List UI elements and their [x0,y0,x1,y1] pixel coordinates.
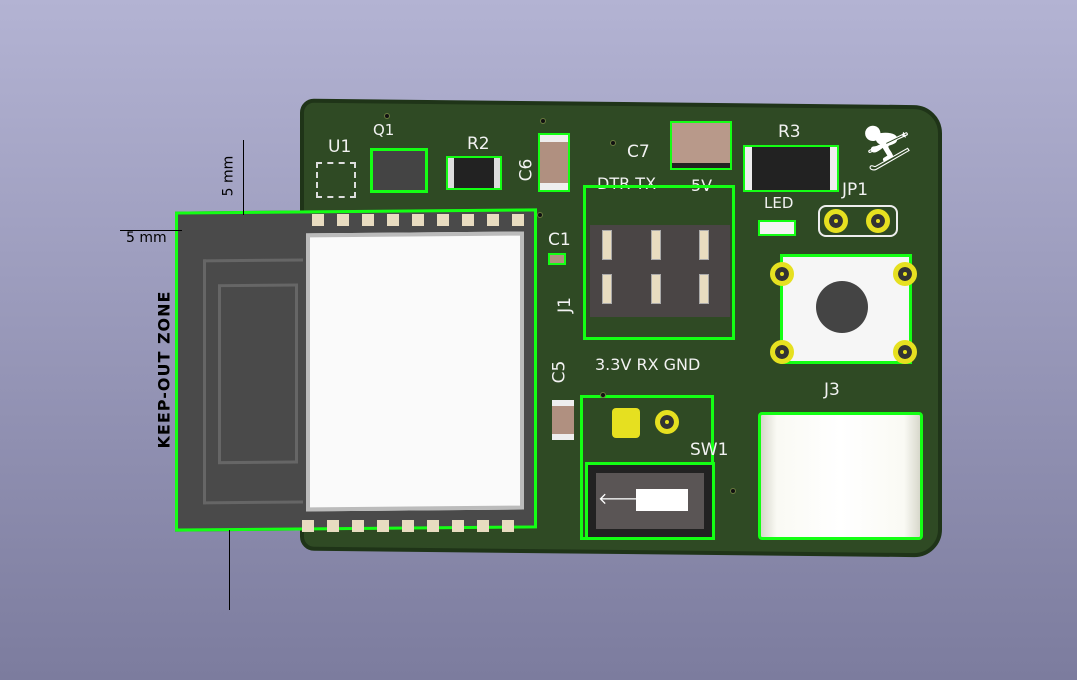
dimension-horizontal: 5 mm [126,230,167,246]
c1-capacitor [548,253,566,265]
ref-q1: Q1 [373,121,395,139]
jp1-jumper [818,205,898,237]
c7-capacitor [670,121,732,170]
button-cap [816,281,868,333]
ref-j1: J1 [554,297,575,313]
dimension-line [243,140,244,215]
button-pad [770,262,794,286]
sw1-pad [612,408,640,438]
module-pads-bottom [302,520,527,532]
u1-chip [316,162,356,198]
jp1-pad [866,209,890,233]
silk-3v3-rx-gnd: 3.3V RX GND [595,355,701,374]
slide-switch[interactable]: 🡐 [585,462,715,540]
via [384,113,390,119]
button-pad [770,340,794,364]
button-pad [893,340,917,364]
pin [699,274,709,304]
pin [602,230,612,260]
usb-c-connector[interactable] [758,412,923,540]
via [600,392,606,398]
ref-r3: R3 [778,122,801,142]
pin [699,230,709,260]
skier-logo-icon: ⛷ [859,123,916,174]
dimension-line [120,230,182,231]
via [610,140,616,146]
antenna-trace [218,283,298,465]
sw1-outline [580,395,714,540]
ref-c1: C1 [548,230,571,250]
jp1-pad [824,209,848,233]
dimension-vertical: 5 mm [220,155,237,197]
c6-capacitor [538,133,570,192]
ref-u1: U1 [328,137,352,157]
dimension-line [229,530,230,610]
q1-transistor [370,148,428,193]
r3-resistor [743,145,839,192]
pin [651,230,661,260]
switch-slider[interactable] [636,489,688,511]
button-pad [893,262,917,286]
ref-c7: C7 [627,142,650,162]
led [758,220,796,236]
module-pads-top [312,214,532,226]
via [730,488,736,494]
via [540,118,546,124]
ref-j3: J3 [824,380,840,400]
esp32-module [175,208,537,532]
keepout-label: KEEP-OUT ZONE [154,290,174,449]
pin [602,274,612,304]
r2-resistor [446,156,502,190]
reset-button[interactable] [780,254,912,364]
ref-sw1: SW1 [690,440,729,460]
arrow-left-icon: 🡐 [598,489,641,508]
pin [651,274,661,304]
ref-c5: C5 [549,360,570,384]
rf-shield [306,231,524,512]
j1-header [583,185,735,340]
via [537,212,543,218]
ref-r2: R2 [467,134,490,154]
c5-capacitor [552,400,574,440]
silk-led: LED [764,194,794,212]
silk-dtr-tx: DTR TX [597,174,657,193]
ref-jp1: JP1 [842,180,869,200]
ref-c6: C6 [516,158,537,182]
sw1-pad [655,410,679,434]
